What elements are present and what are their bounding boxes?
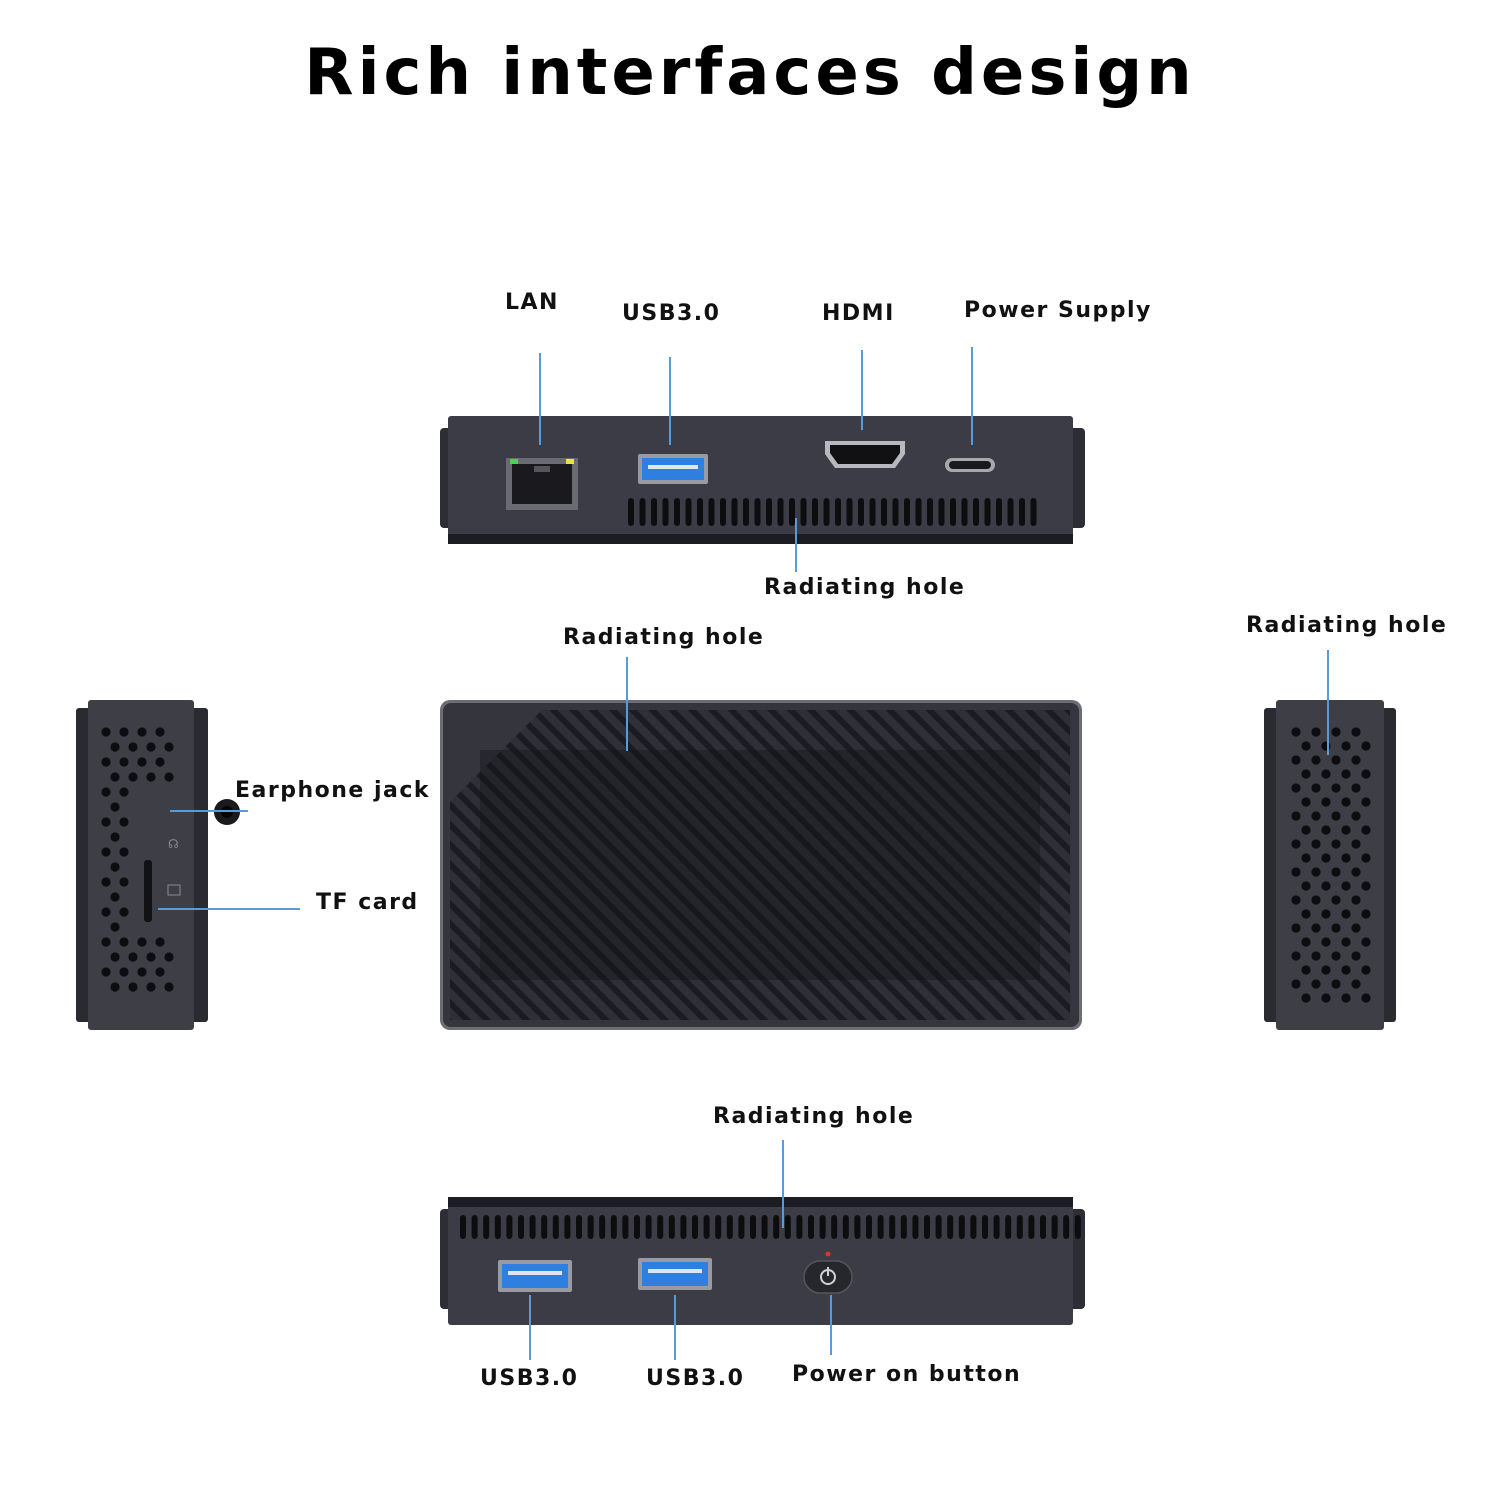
power-button-callout-line [830,1295,832,1355]
earphone-callout-line [170,810,248,812]
power-supply-label: Power Supply [964,298,1152,323]
front-usb-right-label: USB3.0 [646,1366,745,1391]
earphone-jack-icon [214,799,240,825]
front-vents-icon [460,1215,1081,1239]
usb-port-right-icon [638,1258,712,1290]
front-usb-right-callout-line [674,1295,676,1360]
headphone-small-icon: ☊ [168,837,179,851]
right-side-device [1264,700,1396,1030]
tf-card-callout-line [158,908,300,910]
hdmi-port-icon [825,441,905,468]
usb-c-port-icon [945,458,995,472]
front-panel-device [440,1197,1085,1325]
front-usb-left-label: USB3.0 [480,1366,579,1391]
back-vents-icon [628,498,1037,526]
tf-card-slot-icon [144,860,152,922]
left-side-device: ☊ [76,700,240,1030]
top-radiating-hole-label: Radiating hole [563,625,765,650]
top-panel-device [440,700,1082,1030]
card-small-icon [167,884,181,896]
front-vent-callout-line [782,1140,784,1228]
earphone-jack-label: Earphone jack [235,778,431,803]
top-vents-icon [450,710,1070,1020]
hdmi-callout-line [861,350,863,430]
top-vent-callout-line [626,657,628,751]
back-radiating-hole-label: Radiating hole [764,575,966,600]
page-title: Rich interfaces design [304,36,1196,110]
back-vent-callout-line [795,518,797,572]
power-button-icon [803,1251,853,1294]
back-panel-device [440,416,1085,544]
front-radiating-hole-label: Radiating hole [713,1104,915,1129]
power-button-label: Power on button [792,1362,1022,1387]
power-supply-callout-line [971,347,973,445]
back-usb-callout-line [669,357,671,445]
usb-port-icon [638,454,708,484]
right-radiating-hole-label: Radiating hole [1246,613,1448,638]
usb-port-left-icon [498,1260,572,1292]
tf-card-label: TF card [316,890,419,915]
hdmi-label: HDMI [822,301,895,326]
lan-label: LAN [505,290,559,315]
lan-port-icon [506,458,578,510]
lan-callout-line [539,353,541,445]
back-usb-label: USB3.0 [622,301,721,326]
left-side-vents-icon [101,727,174,992]
front-usb-left-callout-line [529,1295,531,1360]
right-vent-callout-line [1327,650,1329,755]
